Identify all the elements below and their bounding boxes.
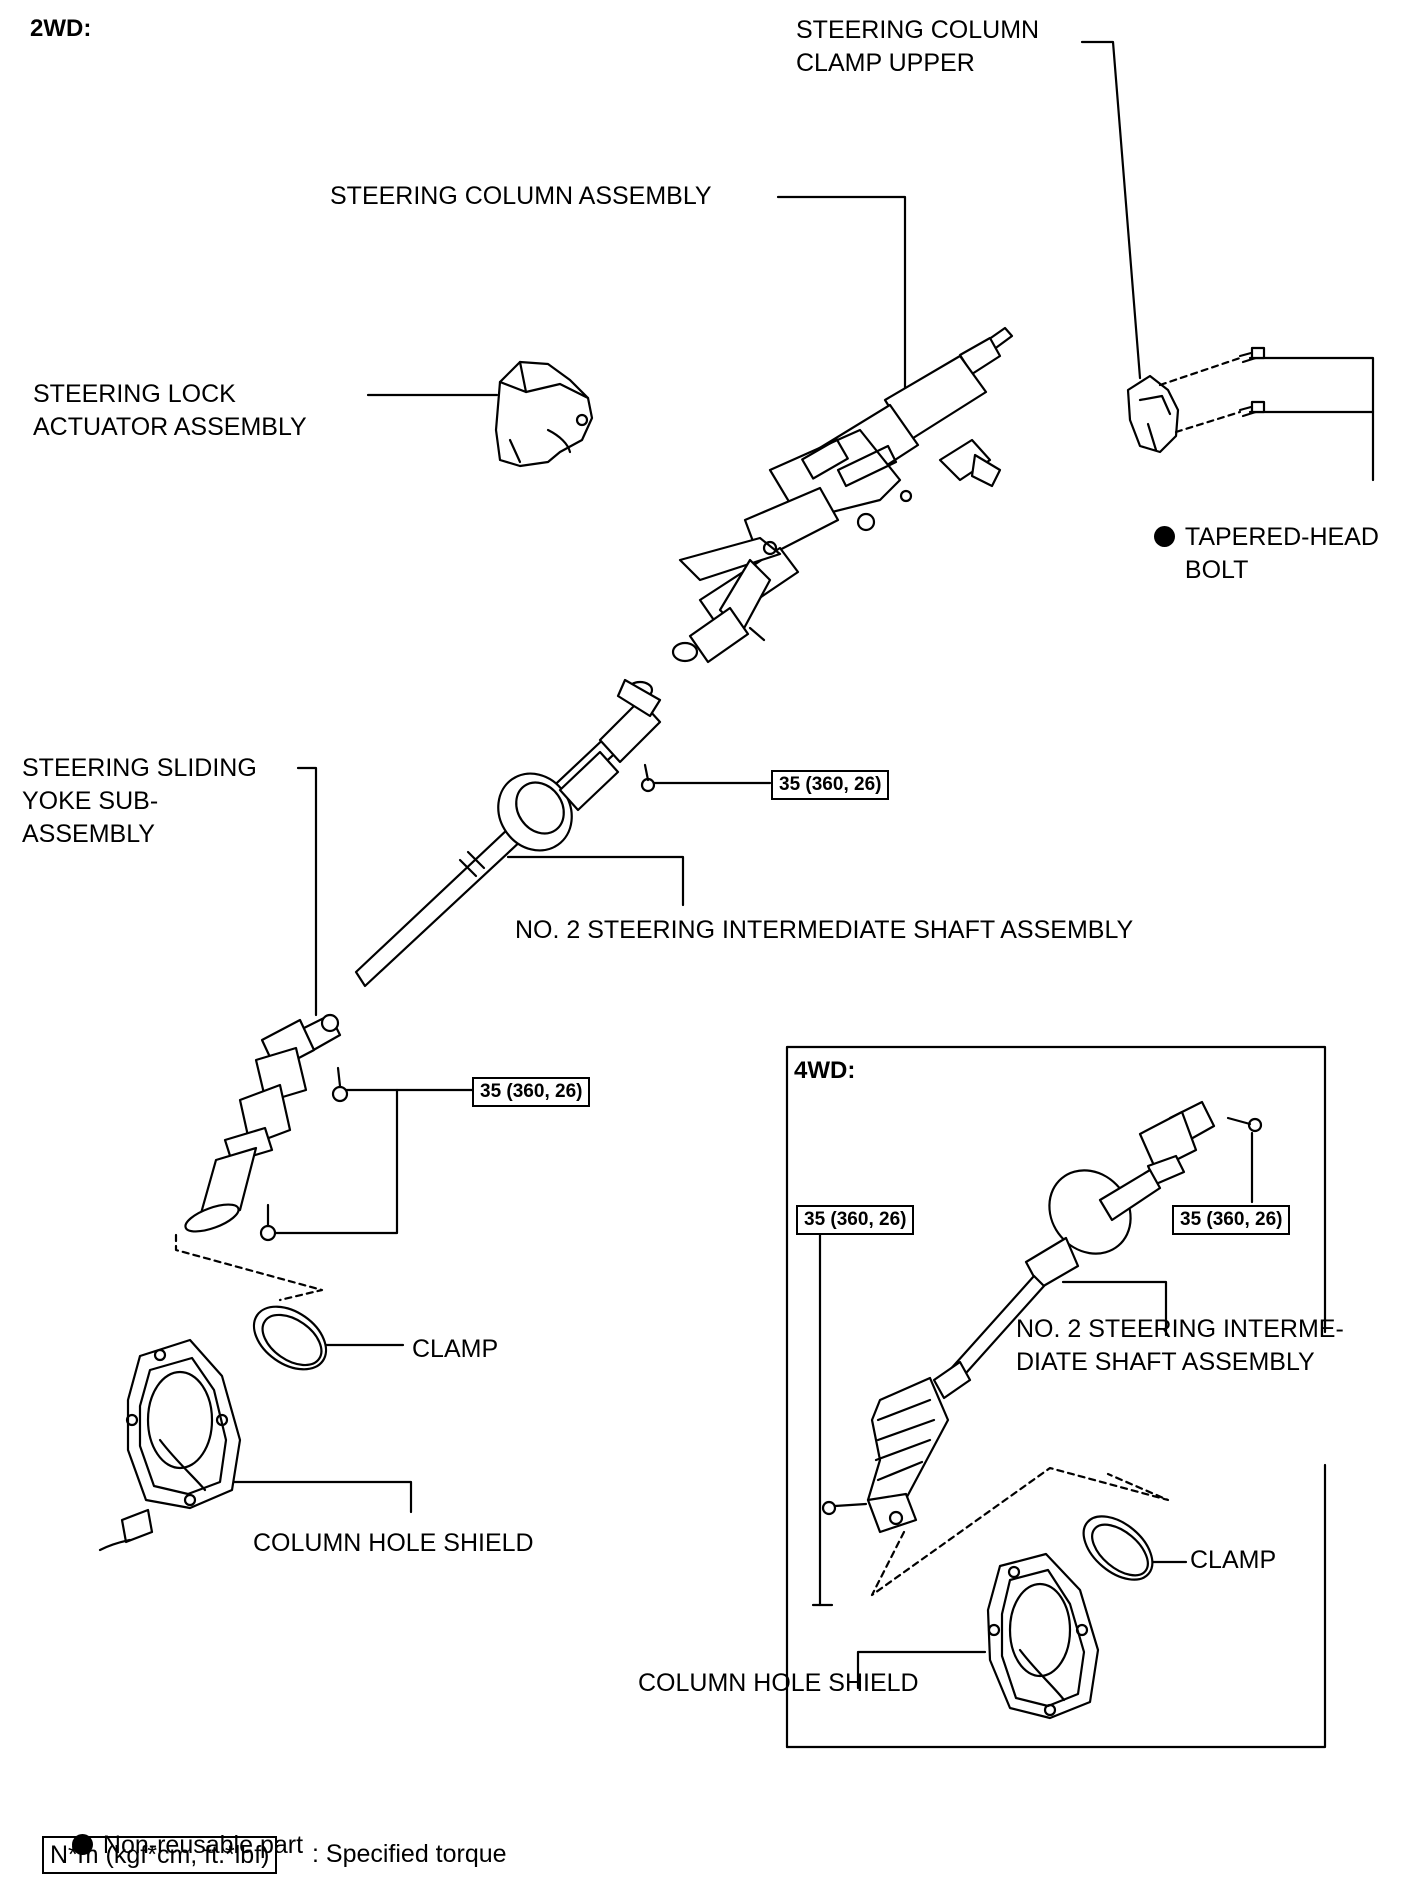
label-intermediate-shaft-4wd: NO. 2 STEERING INTERME- DIATE SHAFT ASSE… (1016, 1315, 1344, 1376)
leader-lines-2wd (218, 40, 1375, 1514)
four-wd-frame (785, 1045, 1327, 1749)
label-lock-actuator: STEERING LOCK ACTUATOR ASSEMBLY (33, 380, 307, 441)
torque-badge-4wd-right: 35 (360, 26) (1172, 1205, 1291, 1235)
label-clamp-4wd: CLAMP (1190, 1546, 1277, 1574)
legend-torque-box: N*m (kgf*cm, ft.*lbf) (42, 1836, 278, 1874)
hole-shield-4wd-drawing (986, 1552, 1100, 1720)
torque-badge-shaft: 35 (360, 26) (771, 770, 890, 800)
label-tapered-bolt: TAPERED-HEAD BOLT (1140, 488, 1379, 587)
section-label-2wd: 2WD: (30, 15, 92, 42)
label-sliding-yoke: STEERING SLIDING YOKE SUB- ASSEMBLY (22, 754, 257, 848)
label-hole-shield-2wd: COLUMN HOLE SHIELD (253, 1529, 534, 1557)
leader-lines-4wd (811, 1131, 1254, 1690)
sliding-yoke-drawing (174, 1013, 349, 1302)
four-wd-frame-bottom (785, 1463, 1327, 1749)
label-clamp-2wd: CLAMP (412, 1335, 499, 1363)
non-reusable-dot-icon (1153, 526, 1175, 547)
section-label-4wd: 4WD: (794, 1057, 856, 1084)
legend-non-reusable-text: Non-reusable part (102, 1831, 304, 1859)
clamp-upper-drawing (1126, 346, 1266, 454)
hole-shield-2wd-drawing (98, 1338, 242, 1552)
torque-badge-4wd-left: 35 (360, 26) (796, 1205, 915, 1235)
torque-badge-yoke: 35 (360, 26) (472, 1077, 591, 1107)
clamp-4wd-drawing (1082, 1515, 1154, 1581)
steering-lock-actuator-drawing (494, 360, 594, 468)
label-intermediate-shaft-2wd: NO. 2 STEERING INTERMEDIATE SHAFT ASSEMB… (515, 916, 1134, 944)
label-column-assembly: STEERING COLUMN ASSEMBLY (330, 182, 712, 210)
label-hole-shield-4wd: COLUMN HOLE SHIELD (638, 1669, 919, 1697)
intermediate-shaft-4wd-drawing (821, 1100, 1263, 1597)
legend-non-reusable: Non-reusable part (58, 1796, 303, 1862)
legend-torque-desc: : Specified torque (312, 1840, 507, 1868)
legend-dot-icon (71, 1834, 93, 1855)
steering-column-drawing (671, 326, 1014, 664)
intermediate-shaft-2wd-drawing (354, 678, 662, 988)
label-tapered-bolt-text: TAPERED-HEAD BOLT (1184, 523, 1379, 584)
label-clamp-upper: STEERING COLUMN CLAMP UPPER (796, 16, 1040, 77)
clamp-2wd-drawing (252, 1305, 328, 1371)
